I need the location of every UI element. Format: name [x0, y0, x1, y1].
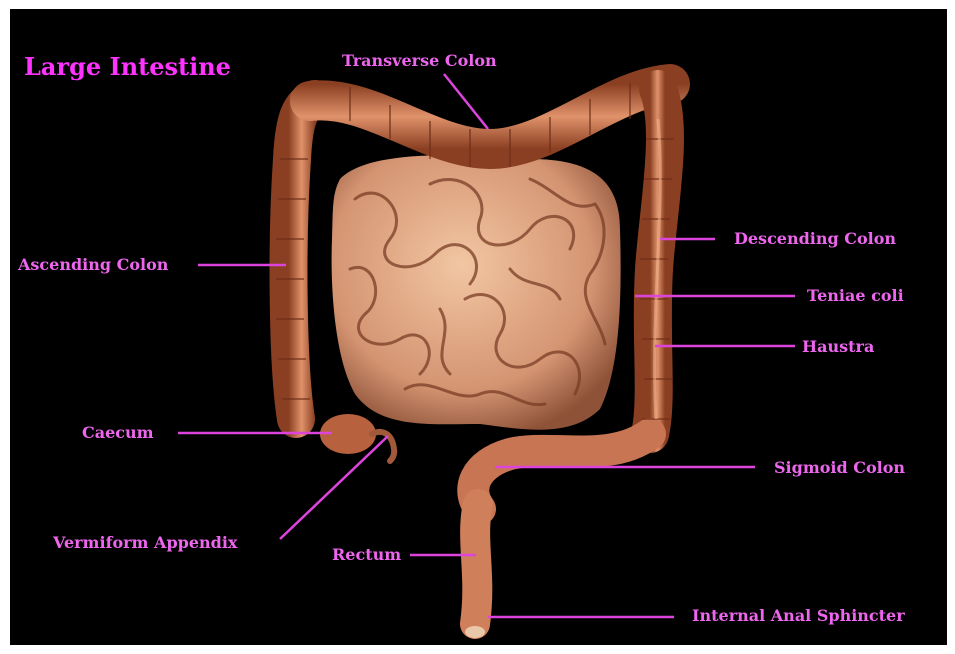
label-internal-anal-sphincter: Internal Anal Sphincter: [692, 608, 905, 624]
vermiform-appendix-leader-line: [280, 436, 388, 539]
label-caecum: Caecum: [82, 425, 154, 441]
label-descending-colon: Descending Colon: [734, 231, 896, 247]
label-vermiform-appendix: Vermiform Appendix: [53, 535, 237, 551]
label-ascending-colon: Ascending Colon: [18, 257, 168, 273]
label-haustra: Haustra: [802, 339, 874, 355]
diagram-frame: Large Intestine Transverse Colon Ascendi…: [10, 9, 947, 645]
label-transverse-colon: Transverse Colon: [342, 53, 497, 69]
small-intestine: [332, 155, 621, 429]
label-sigmoid-colon: Sigmoid Colon: [774, 460, 905, 476]
transverse-colon-leader-line: [444, 74, 488, 129]
label-rectum: Rectum: [332, 547, 401, 563]
label-teniae-coli: Teniae coli: [807, 288, 904, 304]
diagram-title: Large Intestine: [24, 52, 231, 81]
